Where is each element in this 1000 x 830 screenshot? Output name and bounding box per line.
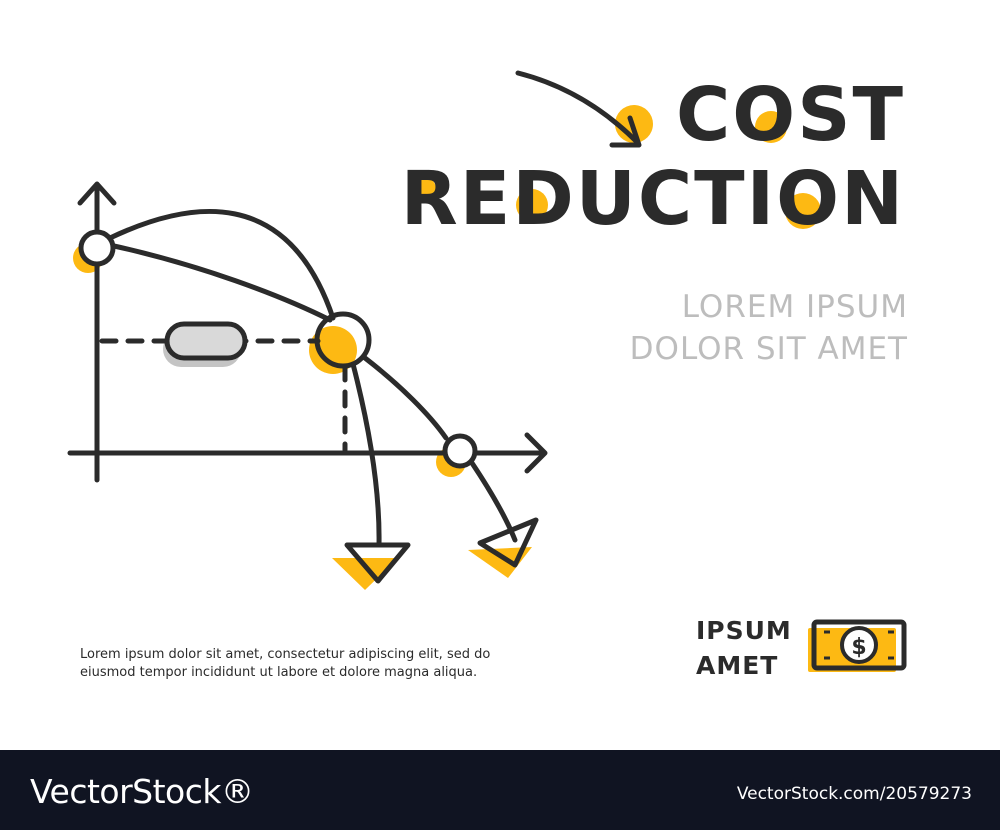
- badge-line-2: AMET: [696, 651, 779, 680]
- node-start: [78, 229, 116, 267]
- cost-reduction-graph-illustration: $: [67, 70, 907, 672]
- accent-dot-mid: [309, 326, 357, 374]
- dollar-symbol: $: [851, 635, 866, 660]
- title-pointer-arrow: [515, 70, 640, 145]
- subheadline-line-1: LOREM IPSUM: [681, 289, 908, 325]
- title-pointer-arrowhead: [609, 115, 642, 148]
- accent-dot-d: [516, 189, 548, 221]
- accent-dot-o-cost: [755, 111, 787, 143]
- right-arrow-triangle: [477, 517, 539, 568]
- node-axis: [442, 433, 478, 469]
- capsule: [164, 321, 248, 361]
- main-descending-curve: [111, 243, 333, 323]
- footer-brand-logo[interactable]: VectorStock®: [30, 772, 254, 811]
- accent-shapes: [73, 105, 896, 672]
- right-drop-curve: [362, 355, 449, 441]
- footer-image-id: VectorStock.com/20579273: [736, 784, 972, 804]
- dollar-coin-circle: [840, 626, 878, 664]
- right-tail-curve: [469, 460, 518, 543]
- badge-line-1: IPSUM: [696, 616, 792, 645]
- left-drop-curve: [350, 361, 382, 548]
- caption-text: Lorem ipsum dolor sit amet, consectetur …: [80, 647, 491, 680]
- accent-dot-r: [412, 177, 436, 201]
- dollar-bill-icon: [824, 626, 894, 664]
- accent-triangle-left: [332, 558, 398, 590]
- graph-lines: [67, 70, 907, 671]
- upper-arc-curve: [107, 209, 336, 321]
- y-axis-arrowhead: [77, 181, 117, 206]
- left-arrow-triangle: [344, 542, 411, 584]
- node-mid: [314, 311, 372, 369]
- dollar-bill-outline: [811, 619, 907, 671]
- accent-dot-o-reduction: [785, 193, 821, 229]
- headline-line-2: REDUCTION: [400, 156, 905, 242]
- headline-line-1: COST: [676, 72, 905, 158]
- subheadline-line-2: DOLOR SIT AMET: [629, 331, 908, 367]
- accent-triangle-right: [468, 547, 532, 578]
- x-axis-arrowhead: [524, 432, 548, 474]
- footer-bar: VectorStock® VectorStock.com/20579273: [0, 750, 1000, 830]
